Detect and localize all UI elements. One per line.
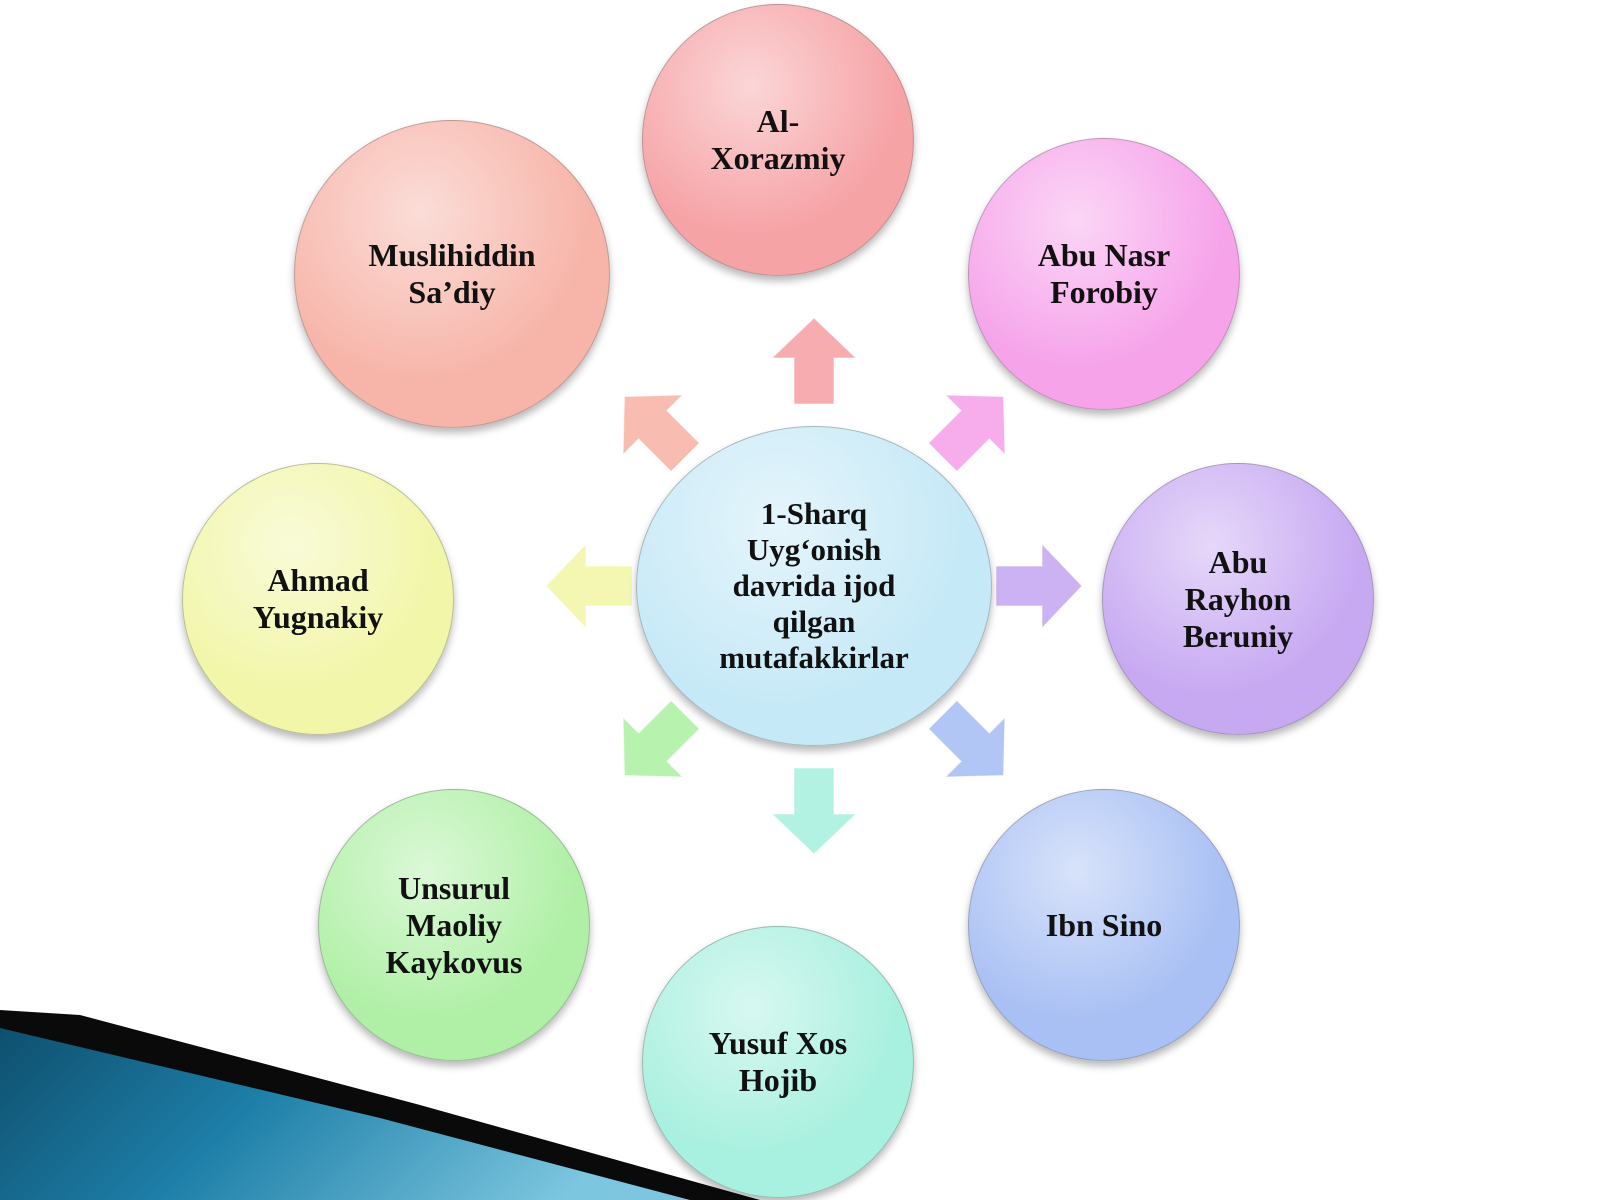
arrow-to-abu-rayhon-beruniy bbox=[995, 542, 1083, 630]
node-al-xorazmiy: Al- Xorazmiy bbox=[642, 4, 914, 276]
corner-band bbox=[0, 1028, 690, 1200]
arrow-to-muslihiddin-sadiy bbox=[622, 394, 701, 473]
center-node: 1-Sharq Uyg‘onish davrida ijod qilgan mu… bbox=[636, 426, 992, 746]
node-label-al-xorazmiy: Al- Xorazmiy bbox=[710, 103, 846, 176]
node-label-abu-nasr-forobiy: Abu Nasr Forobiy bbox=[1037, 237, 1171, 310]
node-label-unsurul-maoliy-kaykovus: Unsurul Maoliy Kaykovus bbox=[385, 869, 523, 980]
node-label-ibn-sino: Ibn Sino bbox=[1045, 906, 1163, 943]
node-muslihiddin-sadiy: Muslihiddin Sa’diy bbox=[294, 120, 610, 428]
arrow-to-abu-nasr-forobiy bbox=[927, 394, 1006, 473]
arrow-to-yusuf-xos-hojib bbox=[770, 767, 858, 855]
node-yusuf-xos-hojib: Yusuf Xos Hojib bbox=[642, 926, 914, 1198]
node-ahmad-yugnakiy: Ahmad Yugnakiy bbox=[182, 463, 454, 735]
arrow-to-ahmad-yugnakiy bbox=[545, 542, 633, 630]
node-abu-nasr-forobiy: Abu Nasr Forobiy bbox=[968, 138, 1240, 410]
center-node-label: 1-Sharq Uyg‘onish davrida ijod qilgan mu… bbox=[719, 496, 909, 675]
node-label-muslihiddin-sadiy: Muslihiddin Sa’diy bbox=[368, 237, 536, 310]
node-label-ahmad-yugnakiy: Ahmad Yugnakiy bbox=[252, 562, 384, 635]
node-ibn-sino: Ibn Sino bbox=[968, 789, 1240, 1061]
arrow-to-unsurul-maoliy-kaykovus bbox=[622, 699, 701, 778]
arrow-to-al-xorazmiy bbox=[770, 317, 858, 405]
node-unsurul-maoliy-kaykovus: Unsurul Maoliy Kaykovus bbox=[318, 789, 590, 1061]
node-label-yusuf-xos-hojib: Yusuf Xos Hojib bbox=[708, 1025, 848, 1098]
node-abu-rayhon-beruniy: Abu Rayhon Beruniy bbox=[1102, 463, 1374, 735]
node-label-abu-rayhon-beruniy: Abu Rayhon Beruniy bbox=[1182, 543, 1294, 654]
arrow-to-ibn-sino bbox=[927, 699, 1006, 778]
